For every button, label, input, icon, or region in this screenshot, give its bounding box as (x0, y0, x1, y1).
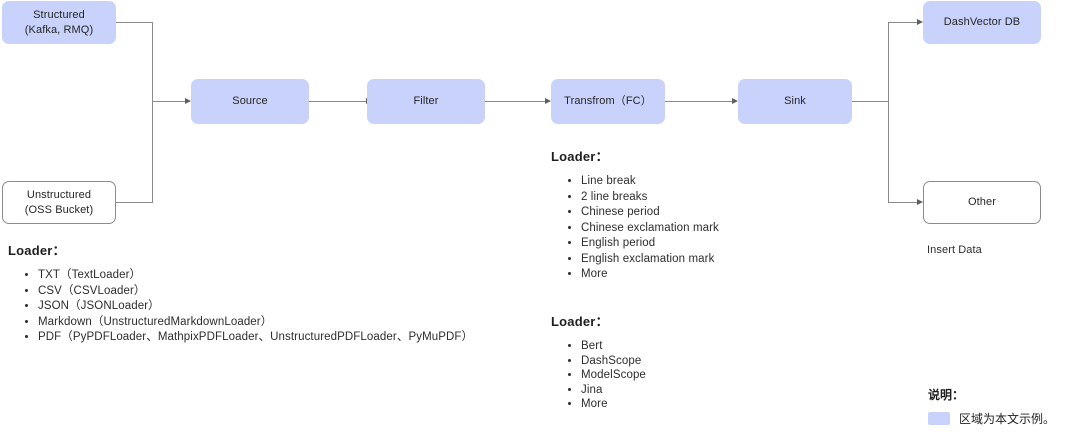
connector-split-to-other (888, 202, 919, 203)
loader-embeddings-list: Bert DashScope ModelScope Jina More (551, 339, 851, 412)
list-item: More (581, 267, 851, 283)
list-item: DashScope (581, 354, 851, 369)
list-item: TXT（TextLoader） (38, 268, 478, 284)
list-item: English exclamation mark (581, 252, 851, 268)
list-item: Bert (581, 339, 851, 354)
loader-embeddings-heading: Loader： (551, 314, 609, 329)
list-item: JSON（JSONLoader） (38, 299, 478, 315)
loader-sources-block: Loader： TXT（TextLoader） CSV（CSVLoader） J… (8, 240, 478, 346)
list-item: English period (581, 236, 851, 252)
loader-splitters-heading: Loader： (551, 149, 609, 164)
arrow-into-dashvector (917, 19, 923, 25)
arrow-into-transform (545, 98, 551, 104)
legend-row: 区域为本文示例。 (928, 410, 1055, 427)
node-source[interactable]: Source (191, 79, 309, 124)
node-filter[interactable]: Filter (367, 79, 485, 124)
connector-source-to-filter (309, 101, 366, 102)
list-item: PDF（PyPDFLoader、MathpixPDFLoader、Unstruc… (38, 330, 478, 346)
loader-sources-list: TXT（TextLoader） CSV（CSVLoader） JSON（JSON… (8, 268, 478, 346)
connector-sink-to-split (852, 101, 889, 102)
connector-filter-to-transform (485, 101, 545, 102)
list-item: Line break (581, 174, 851, 190)
loader-splitters-list: Line break 2 line breaks Chinese period … (551, 174, 851, 283)
node-sink[interactable]: Sink (738, 79, 852, 124)
arrow-into-sink (732, 98, 738, 104)
node-dashvector-db[interactable]: DashVector DB (923, 1, 1041, 44)
legend-title: 说明： (928, 388, 965, 402)
node-other[interactable]: Other (923, 181, 1041, 224)
list-item: Jina (581, 383, 851, 398)
connector-sources-merge-vertical (152, 22, 153, 203)
arrow-into-source (185, 98, 191, 104)
arrow-into-other (917, 199, 923, 205)
loader-sources-heading: Loader： (8, 243, 66, 258)
node-unstructured[interactable]: Unstructured (OSS Bucket) (2, 181, 116, 224)
connector-transform-to-sink (665, 101, 732, 102)
connector-structured-to-merge (116, 22, 153, 23)
list-item: Chinese exclamation mark (581, 221, 851, 237)
list-item: ModelScope (581, 368, 851, 383)
caption-insert-data: Insert Data (927, 244, 982, 256)
connector-merge-to-source (152, 101, 185, 102)
list-item: 2 line breaks (581, 190, 851, 206)
loader-embeddings-block: Loader： Bert DashScope ModelScope Jina M… (551, 311, 851, 412)
list-item: Chinese period (581, 205, 851, 221)
connector-sink-split-vertical (888, 22, 889, 203)
legend: 说明： 区域为本文示例。 (928, 386, 1055, 427)
connector-unstructured-to-merge (116, 202, 153, 203)
legend-label: 区域为本文示例。 (959, 412, 1056, 426)
list-item: More (581, 397, 851, 412)
node-transform[interactable]: Transfrom（FC） (551, 79, 665, 124)
list-item: CSV（CSVLoader） (38, 284, 478, 300)
list-item: Markdown（UnstructuredMarkdownLoader） (38, 315, 478, 331)
node-structured[interactable]: Structured (Kafka, RMQ) (2, 1, 116, 44)
connector-split-to-dashvector (888, 22, 919, 23)
legend-color-swatch (928, 412, 950, 425)
loader-splitters-block: Loader： Line break 2 line breaks Chinese… (551, 146, 851, 283)
